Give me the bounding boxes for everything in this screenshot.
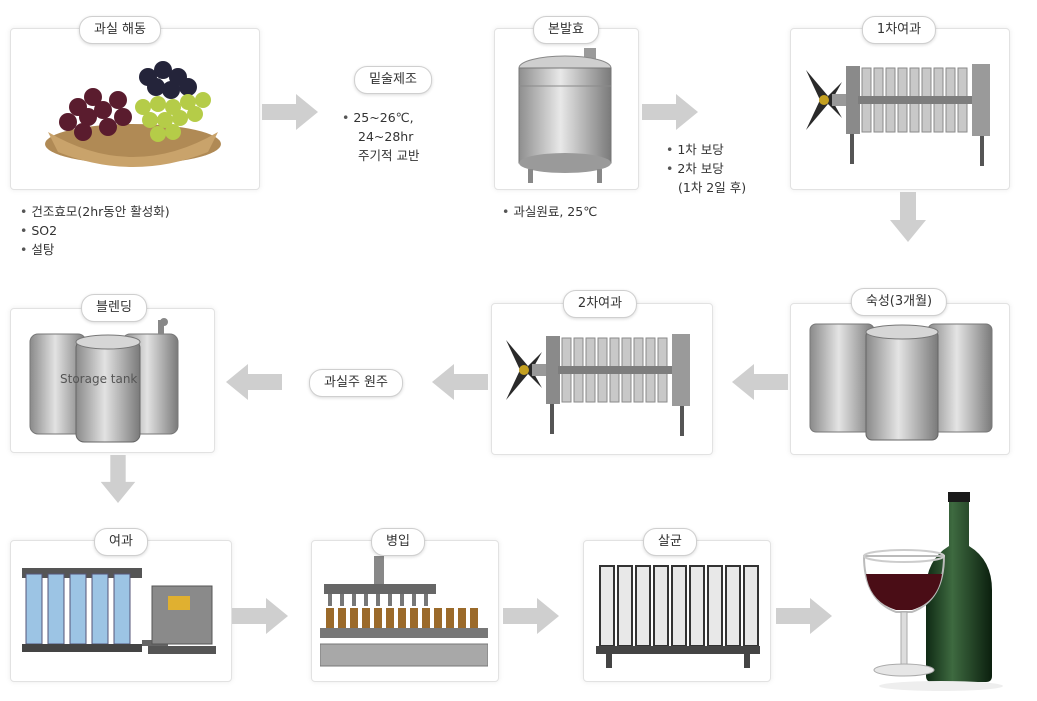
- cartridge-filter-illustration: [22, 568, 216, 654]
- notes-filter1: 1차 보당 2차 보당 (1차 2일 후): [666, 140, 746, 197]
- note-item: 설탕: [20, 240, 170, 259]
- step-label-raw-wine: 과실주 원주: [309, 369, 403, 397]
- note-item: 24~28hr: [358, 129, 414, 144]
- arrow-left-icon: [432, 364, 488, 400]
- step-label-filtration: 여과: [94, 528, 148, 556]
- arrow-down-icon: [100, 455, 136, 503]
- notes-main-ferment: 과실원료, 25℃: [502, 202, 597, 221]
- arrow-left-icon: [226, 364, 282, 400]
- note-item: 건조효모(2hr동안 활성화): [20, 202, 169, 221]
- sterilizer-illustration: [596, 565, 760, 668]
- bottling-machine-illustration: [320, 556, 488, 667]
- arrow-left-icon: [732, 364, 788, 400]
- note-item: SO2: [20, 221, 170, 240]
- note-item: 1차 보당: [666, 140, 746, 159]
- arrow-right-icon: [642, 94, 698, 130]
- step-label-filter1: 1차여과: [861, 16, 937, 44]
- arrow-right-icon: [232, 598, 288, 634]
- step-label-main-ferment: 본발효: [533, 16, 599, 44]
- note-item: 25~26℃,: [342, 108, 419, 127]
- note-item: 2차 보당: [666, 159, 746, 178]
- storage-tanks-illustration: [809, 323, 993, 441]
- blending-tanks-illustration: [29, 318, 179, 443]
- step-label-filter2: 2차여과: [562, 290, 638, 318]
- note-item: 과실원료, 25℃: [502, 202, 597, 221]
- arrow-down-icon: [890, 192, 926, 242]
- step-label-sterilize: 살균: [643, 528, 697, 556]
- step-label-aging: 숙성(3개월): [850, 288, 948, 316]
- grape-basket-illustration: [45, 61, 221, 167]
- arrow-right-icon: [503, 598, 559, 634]
- notes-thaw: 건조효모(2hr동안 활성화) SO2 설탕: [20, 202, 170, 259]
- wine-bottle-glass-illustration: [862, 492, 1003, 691]
- filter-press-illustration: [806, 64, 990, 166]
- arrow-right-icon: [262, 94, 318, 130]
- filter-press-illustration: [506, 334, 690, 436]
- note-item: (1차 2일 후): [678, 180, 747, 195]
- step-label-bottling: 병입: [371, 528, 425, 556]
- arrow-right-icon: [776, 598, 832, 634]
- notes-yeast: 25~26℃, 24~28hr 주기적 교반: [342, 108, 419, 165]
- storage-tank-label: Storage tank: [60, 372, 138, 386]
- note-item: 주기적 교반: [358, 148, 420, 163]
- fermentation-tank-illustration: [518, 48, 612, 183]
- step-label-thaw: 과실 해동: [79, 16, 161, 44]
- step-label-blending: 블렌딩: [81, 294, 147, 322]
- step-label-yeast: 밑술제조: [354, 66, 432, 94]
